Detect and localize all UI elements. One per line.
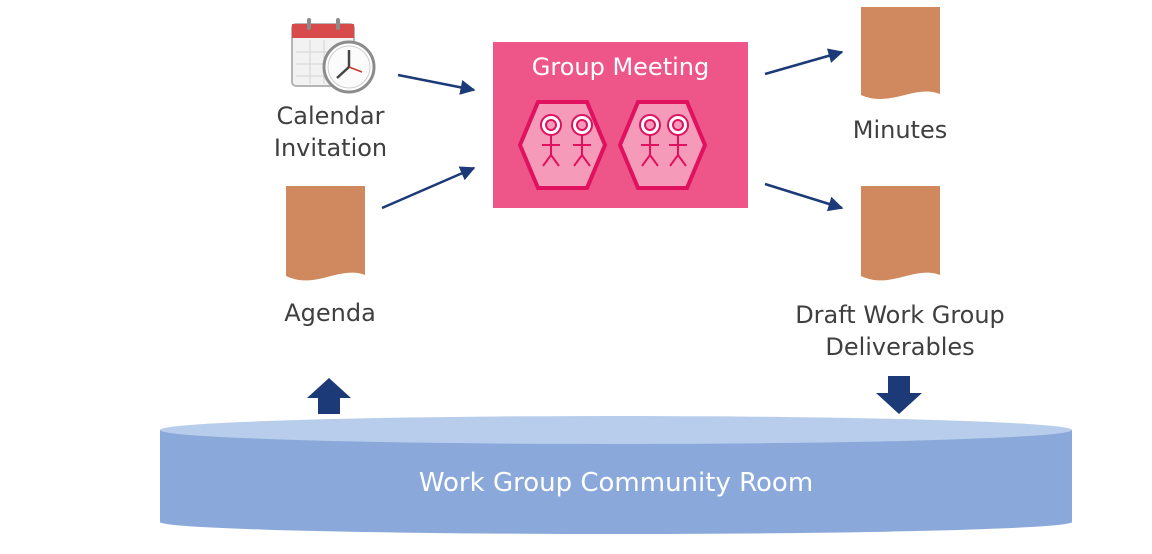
arrow-agenda-to-meeting [381,166,476,210]
arrow-calendar-to-meeting [397,73,476,95]
deliverables-document-icon [861,186,940,281]
up-block-arrow-icon [307,378,351,414]
calendar-invitation-label: Calendar Invitation [263,100,398,164]
down-block-arrow-icon [876,376,922,414]
agenda-label: Agenda [284,299,376,327]
arrow-meeting-to-minutes [764,48,844,76]
community-room-label: Work Group Community Room [418,468,814,498]
minutes-label: Minutes [852,116,948,144]
people-group-icon [617,100,708,190]
calendar-label-line1: Calendar [276,102,385,130]
group-meeting-title: Group Meeting [531,53,710,81]
calendar-clock-icon [291,18,376,94]
arrow-meeting-to-deliverables [764,182,844,212]
calendar-label-line2: Invitation [273,134,388,162]
minutes-document-icon [861,7,940,99]
people-group-icon [517,100,608,190]
deliverables-label: Draft Work Group Deliverables [760,299,1040,363]
deliverables-label-line2: Deliverables [825,333,975,361]
deliverables-label-line1: Draft Work Group [795,301,1005,329]
agenda-document-icon [286,186,365,281]
community-room-disc [160,416,1072,534]
